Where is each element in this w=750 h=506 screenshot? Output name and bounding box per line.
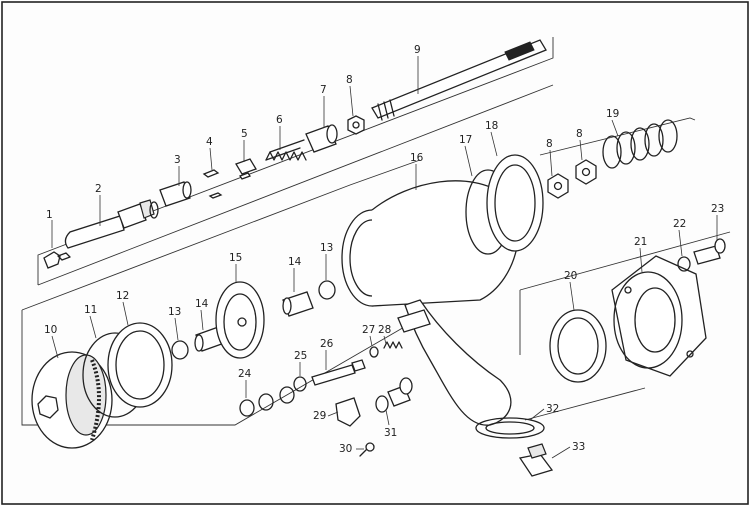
callout-20: 20 [564, 270, 577, 282]
part-31-valve [375, 377, 413, 413]
callout-31: 31 [384, 427, 397, 439]
part-33-air-inlet [518, 443, 554, 477]
leader-lines [51, 56, 718, 459]
part-5-plug [235, 158, 257, 180]
callout-3: 3 [174, 154, 181, 166]
callout-24: 24 [238, 368, 252, 380]
callout-8-top: 8 [346, 74, 353, 86]
callout-25: 25 [294, 350, 307, 362]
callout-17: 17 [459, 134, 472, 146]
callout-33: 33 [572, 441, 585, 453]
part-14-bushing-right [282, 291, 314, 317]
part-2-valve-body [64, 199, 159, 249]
callout-26: 26 [320, 338, 334, 350]
callout-labels: 1 2 3 4 5 6 7 8 9 10 11 12 13 14 15 14 1… [44, 44, 724, 455]
part-20-seal [549, 309, 607, 383]
callout-4: 4 [206, 136, 213, 148]
part-24-washers [239, 386, 295, 417]
part-22-washer [677, 256, 691, 272]
callout-16: 16 [410, 152, 424, 164]
part-13-o-ring-right [318, 280, 336, 300]
part-10-end-cap [31, 351, 113, 449]
callout-14-right: 14 [288, 256, 302, 268]
part-8-hex-nut-mid [547, 173, 569, 199]
part-32-gasket [475, 417, 545, 439]
part-27-ring [369, 346, 379, 358]
callout-13-right: 13 [320, 242, 333, 254]
part-12-ring [107, 322, 173, 408]
callout-9: 9 [414, 44, 421, 56]
part-15-plate [215, 281, 265, 359]
part-9-shaft [371, 39, 547, 121]
callout-27: 27 [362, 324, 375, 336]
part-29-trigger [335, 397, 361, 427]
section-lines [21, 37, 731, 426]
part-30-pin [359, 442, 375, 457]
callout-6: 6 [276, 114, 283, 126]
callout-8-mid: 8 [546, 138, 553, 150]
part-7-coupling [305, 124, 338, 153]
part-1-nozzle [43, 251, 71, 269]
part-21-motor-cover [611, 255, 707, 377]
callout-5: 5 [241, 128, 248, 140]
part-18-ring [486, 154, 544, 252]
callout-1: 1 [46, 209, 53, 221]
callout-28: 28 [378, 324, 391, 336]
callout-10: 10 [44, 324, 57, 336]
part-8-hex-nut-right [575, 159, 597, 185]
part-3-sleeve [159, 181, 192, 207]
part-16-housing [341, 180, 520, 426]
part-23-screw [693, 238, 726, 265]
callout-2: 2 [95, 183, 102, 195]
part-28-spring [383, 341, 403, 349]
callout-22: 22 [673, 218, 686, 230]
callout-21: 21 [634, 236, 647, 248]
part-19-spring [602, 119, 678, 169]
part-8-hex-nut-top [347, 115, 365, 135]
part-26-valve-stem [311, 359, 366, 386]
callout-11: 11 [84, 304, 97, 316]
callout-8-right: 8 [576, 128, 583, 140]
callout-14-left: 14 [195, 298, 209, 310]
part-6-spring [265, 139, 307, 161]
callout-18: 18 [485, 120, 498, 132]
callout-19: 19 [606, 108, 619, 120]
callout-7: 7 [320, 84, 327, 96]
part-4-pin [202, 169, 223, 199]
callout-29: 29 [313, 410, 326, 422]
callout-12: 12 [116, 290, 129, 302]
callout-32: 32 [546, 403, 559, 415]
callout-15: 15 [229, 252, 242, 264]
callout-13-left: 13 [168, 306, 181, 318]
part-13-o-ring-left [171, 340, 189, 360]
callout-23: 23 [711, 203, 724, 215]
callout-30: 30 [339, 443, 352, 455]
part-25-o-ring [293, 376, 307, 392]
